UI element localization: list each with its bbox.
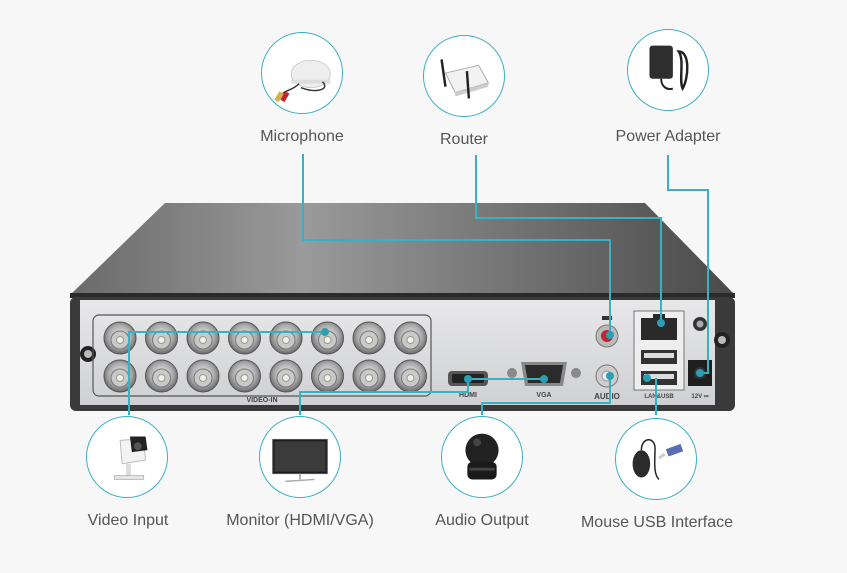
bnc-connector-13 bbox=[269, 359, 303, 393]
bnc-connector-4 bbox=[228, 321, 261, 355]
bnc-connector-12 bbox=[228, 359, 261, 393]
bnc-connector-11 bbox=[186, 359, 220, 393]
bnc-connectors bbox=[103, 321, 427, 393]
bnc-connector-2 bbox=[145, 321, 178, 355]
ground-screw bbox=[693, 317, 707, 331]
side-screw-left bbox=[80, 346, 96, 362]
bnc-connector-3 bbox=[186, 321, 220, 355]
video-input-bubble bbox=[86, 416, 168, 498]
video-input-label: Video Input bbox=[87, 512, 169, 529]
mouse-usb-label: Mouse USB Interface bbox=[580, 514, 734, 531]
audio-label: AUDIO bbox=[594, 392, 620, 401]
bnc-connector-1 bbox=[103, 321, 137, 355]
microphone-label: Microphone bbox=[260, 128, 344, 145]
bnc-connector-14 bbox=[311, 359, 344, 393]
power-adapter-bubble bbox=[627, 29, 709, 111]
monitor-bubble bbox=[259, 416, 341, 498]
bnc-connector-15 bbox=[352, 359, 386, 393]
usb-port-1 bbox=[641, 350, 677, 364]
bnc-connector-10 bbox=[145, 359, 178, 393]
monitor-icon bbox=[272, 438, 328, 483]
video-in-bay bbox=[92, 314, 432, 397]
line-power bbox=[667, 155, 709, 374]
speaker-icon bbox=[465, 433, 499, 480]
connection-lines bbox=[128, 154, 709, 415]
bnc-connector-8 bbox=[394, 321, 427, 355]
lan-port bbox=[641, 314, 677, 340]
audio-output-bubble bbox=[441, 416, 523, 498]
video-in-label: VIDEO-IN bbox=[246, 397, 277, 404]
usb-port-2 bbox=[641, 371, 677, 385]
bnc-connector-6 bbox=[311, 321, 344, 355]
microphone-bubble bbox=[261, 32, 343, 114]
mouse-usb-bubble bbox=[615, 418, 697, 500]
bnc-connector-16 bbox=[394, 359, 427, 393]
router-icon bbox=[440, 59, 490, 99]
line-video-input bbox=[128, 331, 325, 415]
monitor-label: Monitor (HDMI/VGA) bbox=[226, 512, 374, 529]
power-label: 12V ⎓ bbox=[691, 394, 708, 400]
line-monitor bbox=[299, 378, 544, 415]
power-adapter-icon bbox=[649, 45, 689, 92]
dvr-top-lid bbox=[70, 203, 735, 295]
mouse-icon bbox=[632, 439, 684, 481]
line-router bbox=[475, 155, 662, 323]
line-audio-output bbox=[481, 376, 611, 415]
bnc-connector-7 bbox=[352, 321, 386, 355]
microphone-icon bbox=[274, 59, 331, 103]
line-microphone bbox=[302, 154, 611, 335]
router-bubble bbox=[423, 35, 505, 117]
camera-icon bbox=[113, 436, 148, 480]
lan-usb-label: LAN&USB bbox=[644, 394, 674, 400]
audio-output-label: Audio Output bbox=[435, 512, 529, 529]
power-adapter-label: Power Adapter bbox=[615, 128, 721, 145]
hdmi-label: HDMI bbox=[459, 392, 477, 399]
bnc-connector-9 bbox=[103, 359, 137, 393]
router-label: Router bbox=[439, 131, 489, 148]
bnc-connector-5 bbox=[269, 321, 303, 355]
dvr-rear-panel bbox=[80, 300, 715, 405]
vga-label: VGA bbox=[536, 392, 551, 399]
side-screw-right bbox=[714, 332, 730, 348]
